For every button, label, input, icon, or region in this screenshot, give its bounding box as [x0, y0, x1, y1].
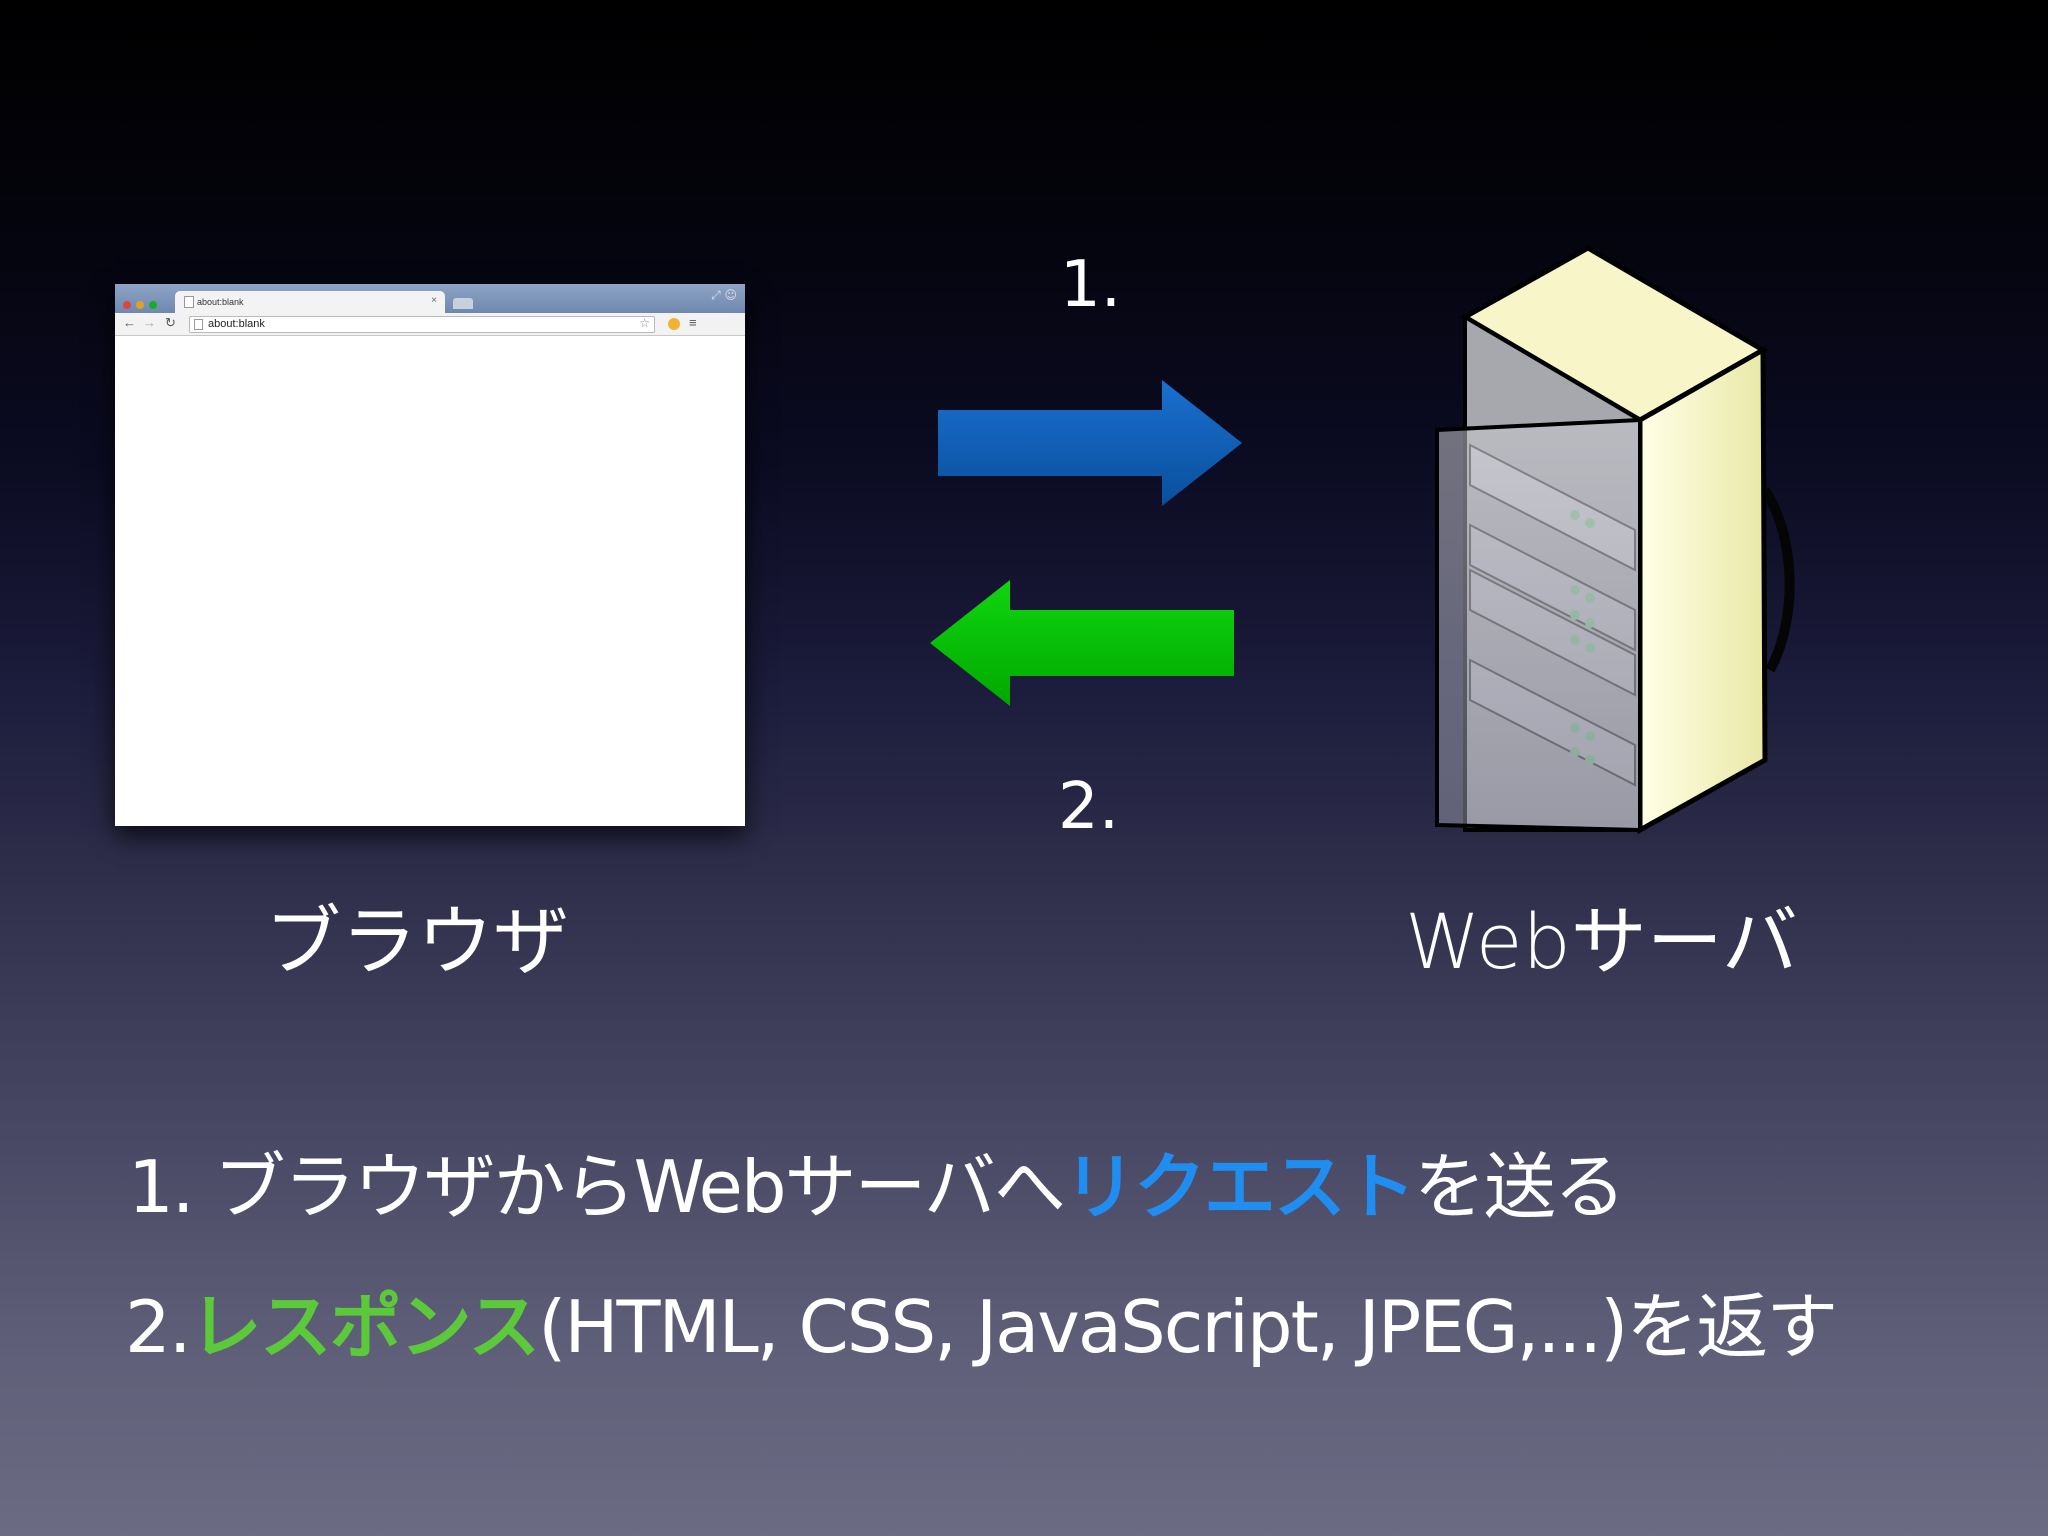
server-rack-icon	[1435, 245, 1795, 835]
address-bar: about:blank ☆	[189, 316, 655, 333]
reload-icon: ↻	[165, 315, 176, 330]
tab-close-icon: ×	[431, 295, 437, 306]
browser-toolbar: ← → ↻ about:blank ☆ ≡	[115, 313, 745, 336]
browser-window-illustration: about:blank × ⤢ ☺ ← → ↻ about:blank ☆ ≡	[115, 284, 745, 826]
browser-tab: about:blank ×	[175, 291, 445, 313]
caption-line-1: 1. ブラウザからWebサーバへリクエストを送る	[128, 1128, 1626, 1233]
page-icon	[194, 319, 203, 330]
caption-2-suffix: (HTML, CSS, JavaScript, JPEG,...)を返す	[538, 1285, 1838, 1369]
minimize-light-icon	[136, 301, 144, 309]
menu-icon: ≡	[689, 315, 697, 330]
window-traffic-lights	[123, 294, 162, 313]
tab-title: about:blank	[197, 297, 244, 307]
request-arrow-icon	[938, 380, 1242, 506]
server-label: Webサーバ	[1405, 897, 1798, 986]
caption-1-suffix: を送る	[1413, 1145, 1626, 1229]
address-text: about:blank	[208, 318, 265, 330]
star-icon: ☆	[639, 316, 650, 330]
extension-icon	[668, 318, 680, 330]
caption-2-highlight-response: レスポンス	[189, 1285, 541, 1369]
back-arrow-icon: ←	[123, 315, 136, 330]
browser-label: ブラウザ	[265, 897, 569, 986]
page-icon	[184, 296, 194, 308]
request-arrow-shape	[938, 380, 1242, 506]
caption-line-2: 2.レスポンス(HTML, CSS, JavaScript, JPEG,...)…	[125, 1268, 1838, 1373]
response-arrow-shape	[930, 580, 1234, 706]
new-tab-icon	[453, 298, 473, 309]
forward-arrow-icon: →	[143, 315, 156, 330]
caption-2-prefix: 2.	[125, 1285, 192, 1369]
request-step-number: 1.	[1060, 248, 1122, 322]
user-avatar-icon: ⤢ ☺	[711, 288, 737, 302]
response-arrow-icon	[930, 580, 1234, 706]
close-light-icon	[123, 301, 131, 309]
browser-titlebar: about:blank × ⤢ ☺	[115, 284, 745, 313]
caption-1-highlight-request: リクエスト	[1063, 1145, 1416, 1229]
caption-1-prefix: 1. ブラウザからWebサーバへ	[128, 1145, 1066, 1229]
zoom-light-icon	[149, 301, 157, 309]
response-step-number: 2.	[1058, 770, 1120, 844]
